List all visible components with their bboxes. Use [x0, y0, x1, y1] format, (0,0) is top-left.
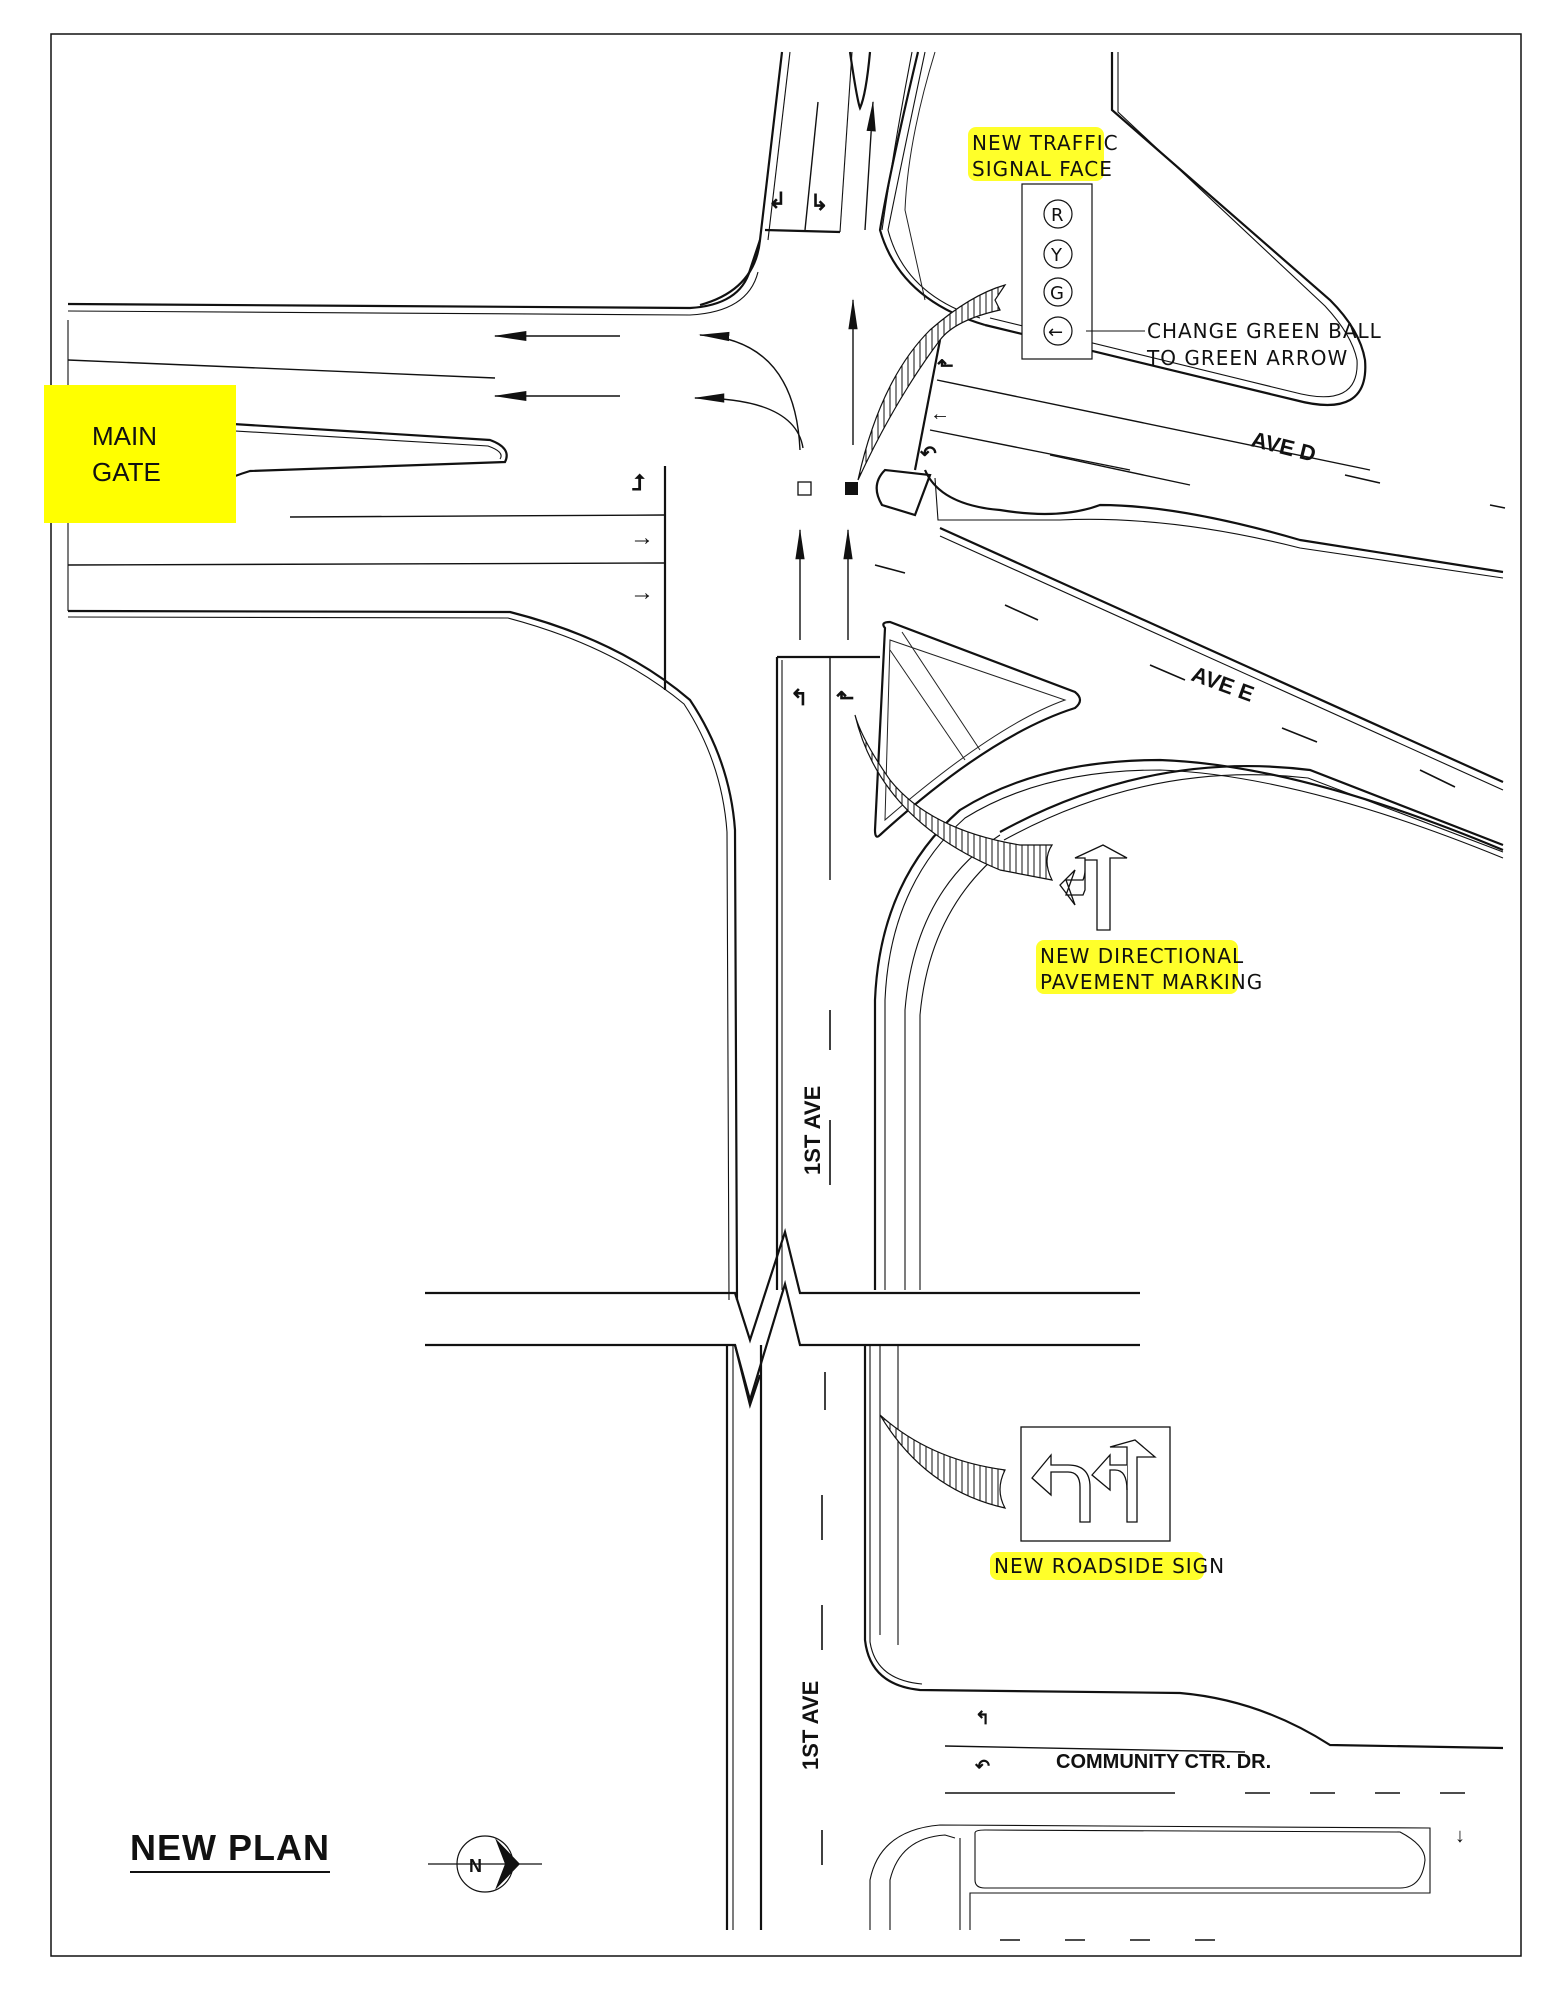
- signal-pole-existing: [797, 481, 812, 496]
- svg-text:NEW TRAFFIC: NEW TRAFFIC: [972, 131, 1119, 155]
- plan-title: NEW PLAN: [130, 1827, 330, 1873]
- triangle-island: [873, 620, 1082, 838]
- intersection-movements: [693, 298, 858, 640]
- svg-text:PAVEMENT MARKING: PAVEMENT MARKING: [1040, 970, 1263, 994]
- green-arrow-lens-icon: ←: [1048, 322, 1064, 343]
- drawing-frame: [50, 33, 1522, 1957]
- north-arrow-icon: N: [428, 1835, 542, 1893]
- main-gate-label: MAIN GATE: [44, 385, 236, 523]
- left-turn-arrow-icon: ↶: [974, 1756, 990, 1776]
- svg-text:SIGNAL FACE: SIGNAL FACE: [972, 157, 1113, 181]
- svg-text:R: R: [1051, 205, 1065, 226]
- svg-text:G: G: [1050, 283, 1065, 304]
- street-label-first-ave-upper: 1ST AVE: [800, 1086, 825, 1175]
- left-through-arrow-icon: ⬑: [836, 685, 854, 710]
- right-arrow-icon: →: [630, 579, 654, 606]
- svg-text:TO GREEN ARROW: TO GREEN ARROW: [1146, 346, 1348, 370]
- left-through-arrow-icon: ⬑: [937, 355, 954, 377]
- roadside-sign-callout: NEW ROADSIDE SIGN: [879, 1414, 1225, 1580]
- street-label-community-ctr-dr: COMMUNITY CTR. DR.: [1056, 1751, 1271, 1773]
- svg-text:N: N: [469, 1856, 482, 1876]
- community-ctr-dr: ↰ ↶ COMMUNITY CTR. DR. ↓: [869, 1708, 1465, 1941]
- svg-text:NEW DIRECTIONAL: NEW DIRECTIONAL: [1040, 944, 1244, 968]
- break-line: [425, 1227, 1140, 1409]
- first-ave-north: ↰ ⬑ 1ST AVE: [775, 655, 1504, 1290]
- signal-face-box: [1021, 183, 1093, 360]
- u-turn-arrow-icon: ↶: [919, 443, 937, 465]
- street-label-ave-d: AVE D: [1249, 427, 1319, 467]
- street-label-first-ave-lower: 1ST AVE: [798, 1681, 823, 1770]
- north-road: ↲ ↳: [699, 51, 986, 327]
- main-gate-line2: GATE: [92, 457, 161, 487]
- main-gate-line1: MAIN: [92, 421, 157, 451]
- street-label-ave-e: AVE E: [1188, 661, 1257, 707]
- signal-pole-new: [845, 482, 858, 495]
- svg-text:NEW ROADSIDE SIGN: NEW ROADSIDE SIGN: [994, 1554, 1225, 1578]
- left-through-sign-icon: [1109, 1439, 1157, 1523]
- pavement-marking-callout: NEW DIRECTIONAL PAVEMENT MARKING: [854, 714, 1263, 994]
- left-arrow-icon: ←: [930, 403, 950, 425]
- left-turn-arrow-icon: ↰: [790, 685, 808, 710]
- right-turn-arrow-icon: ↳: [810, 190, 828, 215]
- right-arrow-icon: →: [630, 524, 654, 551]
- down-arrow-icon: ↓: [1455, 1825, 1465, 1847]
- svg-text:CHANGE GREEN BALL: CHANGE GREEN BALL: [1147, 319, 1382, 343]
- left-turn-sign-icon: [1031, 1453, 1091, 1523]
- svg-text:Y: Y: [1050, 245, 1063, 266]
- left-through-marking-icon: [1059, 844, 1128, 931]
- first-ave-south: 1ST AVE: [725, 1345, 1504, 1930]
- left-through-arrow-icon: ↲: [768, 188, 786, 213]
- left-turn-arrow-icon: ↰: [975, 1708, 990, 1728]
- traffic-signal-callout: NEW TRAFFIC SIGNAL FACE R Y G ← CHANGE G…: [857, 127, 1382, 481]
- u-turn-arrow-icon: ⮥: [632, 470, 645, 495]
